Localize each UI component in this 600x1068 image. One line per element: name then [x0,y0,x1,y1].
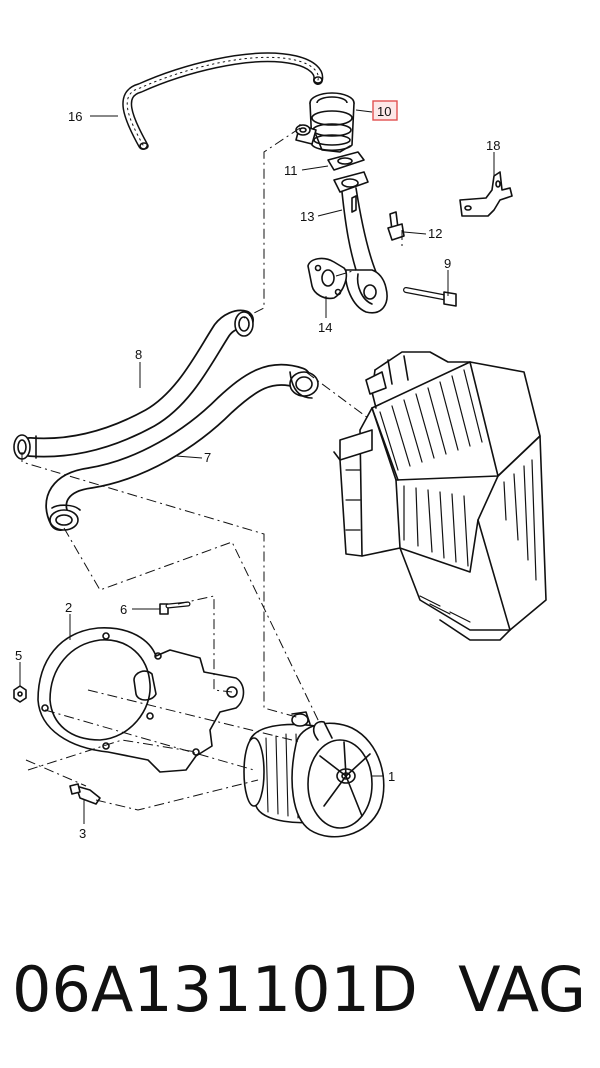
callout-13: 13 [300,209,314,224]
callout-10-highlight [372,100,398,121]
pump-1 [243,711,385,838]
nut-5 [13,685,27,703]
leader-lines [19,109,495,824]
callout-12: 12 [428,226,442,241]
air-filter-housing [333,351,547,641]
bolt-12 [387,211,405,241]
pipe-13 [333,171,388,314]
hose-8 [13,309,254,460]
callout-18: 18 [486,138,500,153]
callout-14: 14 [318,320,332,335]
callout-10: 10 [377,104,391,119]
callout-7: 7 [204,450,211,465]
gasket-11 [327,151,365,171]
callout-5: 5 [15,648,22,663]
hose-16 [122,52,324,150]
valve-10 [295,92,355,153]
callout-11: 11 [284,163,298,178]
bolt-9 [403,287,457,307]
bolt-6 [159,601,191,615]
gasket-2 [37,627,245,773]
callout-6: 6 [120,602,127,617]
callouts: 16 10 18 11 13 12 9 14 8 7 2 6 5 1 3 [15,100,500,841]
gasket-14 [307,257,348,300]
callout-3: 3 [79,826,86,841]
sensor-3 [69,783,101,805]
connection-lines [21,127,403,811]
exploded-parts-diagram: 16 10 18 11 13 12 9 14 8 7 2 6 5 1 3 [13,52,547,841]
hose-7 [45,363,319,531]
brand-name: VAG [458,953,586,1026]
callout-9: 9 [444,256,451,271]
callout-2: 2 [65,600,72,615]
part-number: 06A131101D [12,953,418,1026]
callout-1: 1 [388,769,395,784]
callout-8: 8 [135,347,142,362]
callout-16: 16 [68,109,82,124]
bracket-18 [459,171,513,217]
